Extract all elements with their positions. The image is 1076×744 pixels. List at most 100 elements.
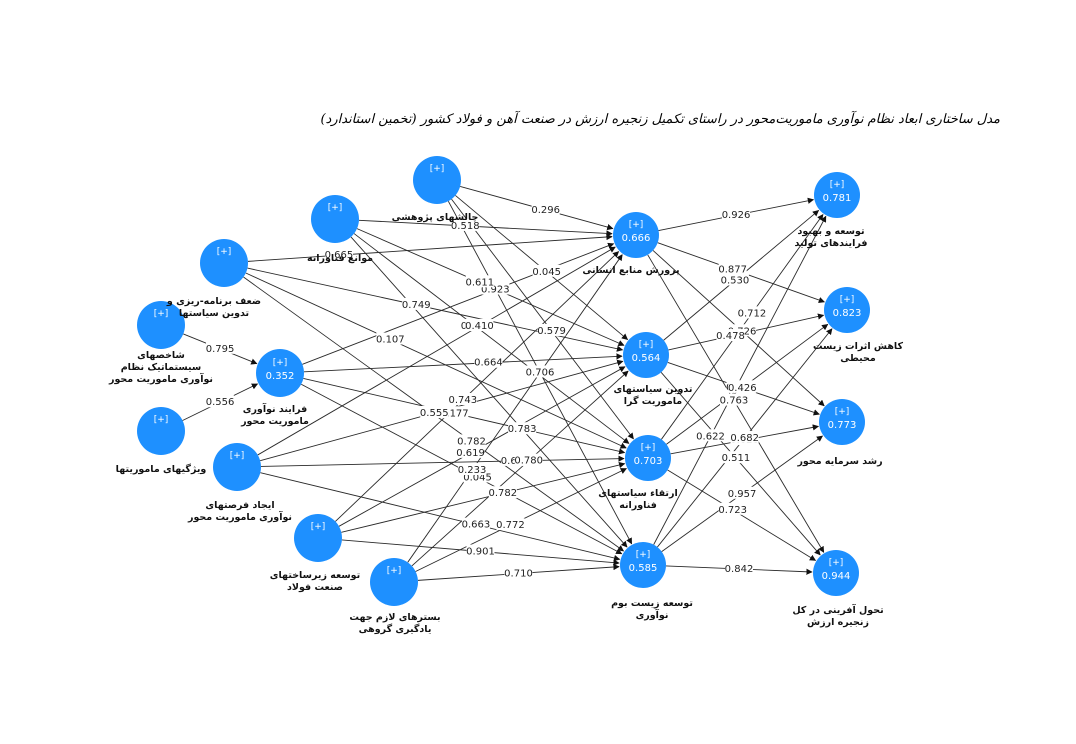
expand-toggle[interactable]: [+]	[328, 203, 343, 213]
path-coefficient-m4-to-o3: 0.957	[728, 489, 757, 500]
r-squared-value: 0.773	[828, 420, 857, 431]
coefficient-background	[466, 544, 495, 557]
construct-label: ایجاد فرصتهای	[205, 500, 274, 511]
construct-circle[interactable]	[137, 301, 185, 349]
path-coefficient-c1-to-c3: 0.795	[206, 344, 235, 355]
construct-node-l2[interactable]: [+]موانع فناورانه	[307, 195, 373, 264]
construct-circle[interactable]	[623, 332, 669, 378]
expand-toggle[interactable]: [+]	[217, 247, 232, 257]
expand-toggle[interactable]: [+]	[629, 220, 644, 230]
expand-toggle[interactable]: [+]	[829, 558, 844, 568]
coefficient-background	[537, 323, 566, 336]
coefficient-background	[420, 405, 449, 418]
construct-circle[interactable]	[413, 156, 461, 204]
expand-toggle[interactable]: [+]	[387, 566, 402, 576]
expand-toggle[interactable]: [+]	[273, 358, 288, 368]
path-coefficient-m3-to-o4: 0.723	[718, 505, 747, 516]
expand-toggle[interactable]: [+]	[641, 443, 656, 453]
construct-label: توسعه زیست بوم	[611, 598, 693, 609]
expand-toggle[interactable]: [+]	[154, 415, 169, 425]
path-coefficient-c3-to-m3: 0.177	[440, 408, 469, 419]
expand-toggle[interactable]: [+]	[311, 522, 326, 532]
coefficient-background	[324, 248, 353, 261]
path-coefficient-l4-to-m4: 0.663	[462, 520, 491, 531]
coefficient-background	[488, 486, 517, 499]
construct-circle[interactable]	[813, 550, 859, 596]
construct-circle[interactable]	[824, 287, 870, 333]
construct-circle[interactable]	[256, 349, 304, 397]
construct-circle[interactable]	[213, 443, 261, 491]
path-coefficient-c3-to-m1: 0.923	[481, 285, 510, 296]
construct-circle[interactable]	[613, 212, 659, 258]
coefficient-background	[504, 566, 533, 579]
coefficient-background	[206, 341, 235, 354]
construct-label: پرورش منابع انسانی	[582, 265, 679, 276]
construct-circle[interactable]	[370, 558, 418, 606]
r-squared-value: 0.781	[823, 193, 852, 204]
construct-circle[interactable]	[294, 514, 342, 562]
r-squared-value: 0.944	[822, 571, 851, 582]
construct-circle[interactable]	[311, 195, 359, 243]
edge-c3-to-m1	[302, 242, 615, 365]
coefficient-background	[448, 392, 477, 405]
coefficient-background	[508, 422, 537, 435]
path-coefficient-m4-to-o4: 0.842	[725, 564, 754, 575]
expand-toggle[interactable]: [+]	[154, 309, 169, 319]
edge-l1-to-m3	[451, 198, 634, 440]
expand-toggle[interactable]: [+]	[840, 295, 855, 305]
path-coefficient-l3-to-m1: 0.665	[325, 250, 354, 261]
construct-label: فرایند نوآوری	[243, 402, 308, 415]
construct-circle[interactable]	[819, 399, 865, 445]
expand-toggle[interactable]: [+]	[835, 407, 850, 417]
construct-label: ویژگیهای ماموریتها	[116, 463, 207, 475]
r-squared-value: 0.823	[833, 308, 862, 319]
construct-circle[interactable]	[625, 435, 671, 481]
coefficient-background	[730, 430, 759, 443]
path-coefficient-m1-to-o4: 0.763	[720, 396, 749, 407]
expand-toggle[interactable]: [+]	[639, 340, 654, 350]
expand-toggle[interactable]: [+]	[230, 451, 245, 461]
r-squared-value: 0.703	[634, 456, 663, 467]
construct-label: توسعه زیرساختهای	[270, 570, 360, 581]
edge-l6-to-m2	[411, 370, 629, 567]
construct-label: ماموریت گرا	[624, 395, 682, 407]
edge-l3-to-m2	[247, 267, 624, 352]
construct-node-l1[interactable]: [+]چالشهای پژوهشی	[392, 156, 479, 223]
coefficient-background	[728, 486, 757, 499]
construct-circle[interactable]	[200, 239, 248, 287]
coefficient-background	[458, 463, 487, 476]
construct-circle[interactable]	[137, 407, 185, 455]
construct-circle[interactable]	[620, 542, 666, 588]
expand-toggle[interactable]: [+]	[636, 550, 651, 560]
construct-label: ضعف برنامه-ریزی و	[166, 296, 261, 307]
construct-label: تدوین سیاستها	[179, 308, 249, 319]
coefficient-background	[721, 451, 750, 464]
expand-toggle[interactable]: [+]	[430, 164, 445, 174]
path-coefficient-l3-to-m2: 0.749	[402, 300, 431, 311]
path-coefficient-l2-to-m4: 0.783	[508, 424, 537, 435]
construct-label: ارتقاء سیاستهای	[598, 488, 677, 499]
construct-label: نوآوری ماموریت محور	[108, 372, 213, 385]
expand-toggle[interactable]: [+]	[830, 180, 845, 190]
construct-circle[interactable]	[814, 172, 860, 218]
path-coefficient-l2-to-m1: 0.518	[451, 221, 480, 232]
path-coefficient-l1-to-m3: 0.579	[537, 326, 566, 337]
edge-l3-to-m1	[247, 233, 613, 262]
coefficient-background	[728, 380, 757, 393]
construct-node-c2[interactable]: [+] ویژگیهای ماموریتها	[116, 407, 207, 475]
path-coefficient-c2-to-c3: 0.556	[206, 397, 235, 408]
